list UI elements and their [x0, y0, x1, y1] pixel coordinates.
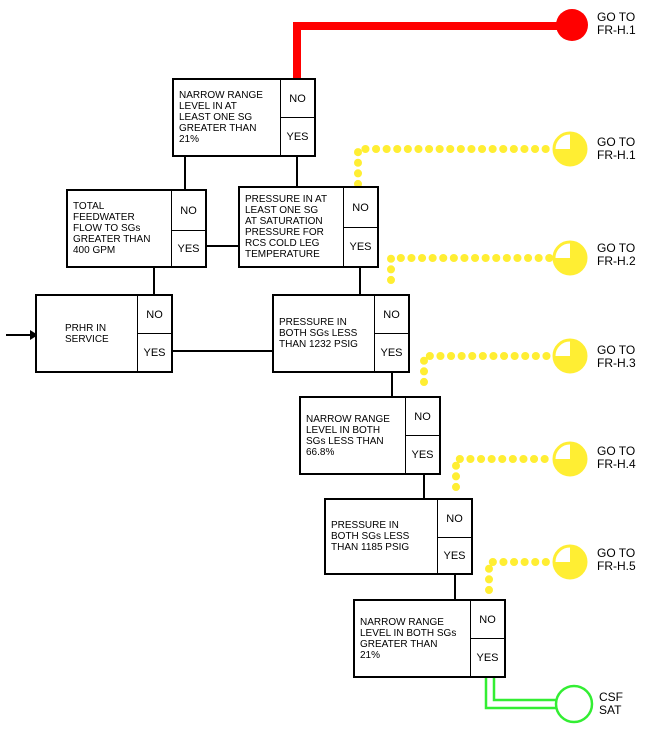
no-branch-label: NO — [470, 601, 504, 639]
decision-text: NARROW RANGE LEVEL IN BOTH SGs LESS THAN… — [306, 413, 390, 458]
no-branch-label: NO — [374, 296, 408, 334]
decision-text: NARROW RANGE LEVEL IN BOTH SGs GREATER T… — [360, 616, 457, 661]
decision-text: PRESSURE IN BOTH SGs LESS THAN 1232 PSIG — [279, 317, 358, 350]
right-arrow-icon — [30, 330, 38, 340]
no-branch-label: NO — [405, 398, 439, 436]
decision-text: PRESSURE IN AT LEAST ONE SG AT SATURATIO… — [245, 194, 328, 260]
yes-branch-label: YES — [137, 334, 171, 371]
decision-text: NARROW RANGE LEVEL IN AT LEAST ONE SG GR… — [179, 90, 263, 145]
yellow-status-circle-icon — [552, 240, 588, 276]
outcome-go-to-fr-h3: GO TO FR-H.3 — [597, 343, 636, 370]
green-status-circle-icon — [554, 684, 594, 724]
decision-pressure-saturation: PRESSURE IN AT LEAST ONE SG AT SATURATIO… — [238, 186, 379, 268]
red-status-circle-icon — [556, 9, 588, 41]
no-branch-label: NO — [171, 191, 205, 231]
green-path — [484, 676, 556, 710]
decision-text: TOTAL FEEDWATER FLOW TO SGs GREATER THAN… — [73, 201, 151, 256]
yes-branch-label: YES — [470, 639, 504, 676]
yellow-path-h3 — [420, 352, 556, 386]
yes-branch-label: YES — [171, 231, 205, 266]
outcome-go-to-fr-h1-red: GO TO FR-H.1 — [597, 10, 636, 37]
yes-branch-label: YES — [405, 436, 439, 473]
yellow-path-h1 — [354, 145, 556, 188]
no-branch-label: NO — [437, 500, 471, 538]
yellow-status-circle-icon — [552, 544, 588, 580]
yellow-path-h4 — [452, 455, 556, 491]
outcome-go-to-fr-h1-yellow: GO TO FR-H.1 — [597, 135, 636, 162]
yellow-status-circle-icon — [552, 338, 588, 374]
no-branch-label: NO — [280, 80, 314, 118]
yellow-path-h2 — [387, 254, 556, 284]
outcome-go-to-fr-h4: GO TO FR-H.4 — [597, 444, 636, 471]
yes-branch-label: YES — [343, 228, 377, 266]
outcome-csf-sat: CSF SAT — [599, 690, 623, 717]
decision-pressure-1185: PRESSURE IN BOTH SGs LESS THAN 1185 PSIG… — [324, 498, 473, 575]
decision-narrow-range-668: NARROW RANGE LEVEL IN BOTH SGs LESS THAN… — [299, 396, 441, 475]
decision-text: PRHR IN SERVICE — [65, 322, 109, 345]
decision-total-feedwater: TOTAL FEEDWATER FLOW TO SGs GREATER THAN… — [66, 189, 207, 268]
yes-branch-label: YES — [437, 538, 471, 573]
decision-narrow-range-21-both-sgs: NARROW RANGE LEVEL IN BOTH SGs GREATER T… — [353, 599, 506, 678]
no-branch-label: NO — [343, 188, 377, 228]
yellow-status-circle-icon — [552, 441, 588, 477]
yes-branch-label: YES — [374, 334, 408, 371]
decision-text: PRESSURE IN BOTH SGs LESS THAN 1185 PSIG — [331, 520, 410, 553]
yellow-status-circle-icon — [552, 131, 588, 167]
yes-branch-label: YES — [280, 118, 314, 155]
decision-pressure-1232: PRESSURE IN BOTH SGs LESS THAN 1232 PSIG… — [272, 294, 410, 373]
yellow-path-h5 — [485, 558, 556, 594]
decision-narrow-range-21-one-sg: NARROW RANGE LEVEL IN AT LEAST ONE SG GR… — [172, 78, 316, 157]
no-branch-label: NO — [137, 296, 171, 334]
outcome-go-to-fr-h5: GO TO FR-H.5 — [597, 546, 636, 573]
outcome-go-to-fr-h2: GO TO FR-H.2 — [597, 241, 636, 268]
red-path — [293, 22, 570, 78]
decision-prhr-in-service: PRHR IN SERVICE NO YES — [35, 294, 173, 373]
black-connectors — [6, 156, 456, 599]
yellow-paths — [354, 145, 556, 594]
